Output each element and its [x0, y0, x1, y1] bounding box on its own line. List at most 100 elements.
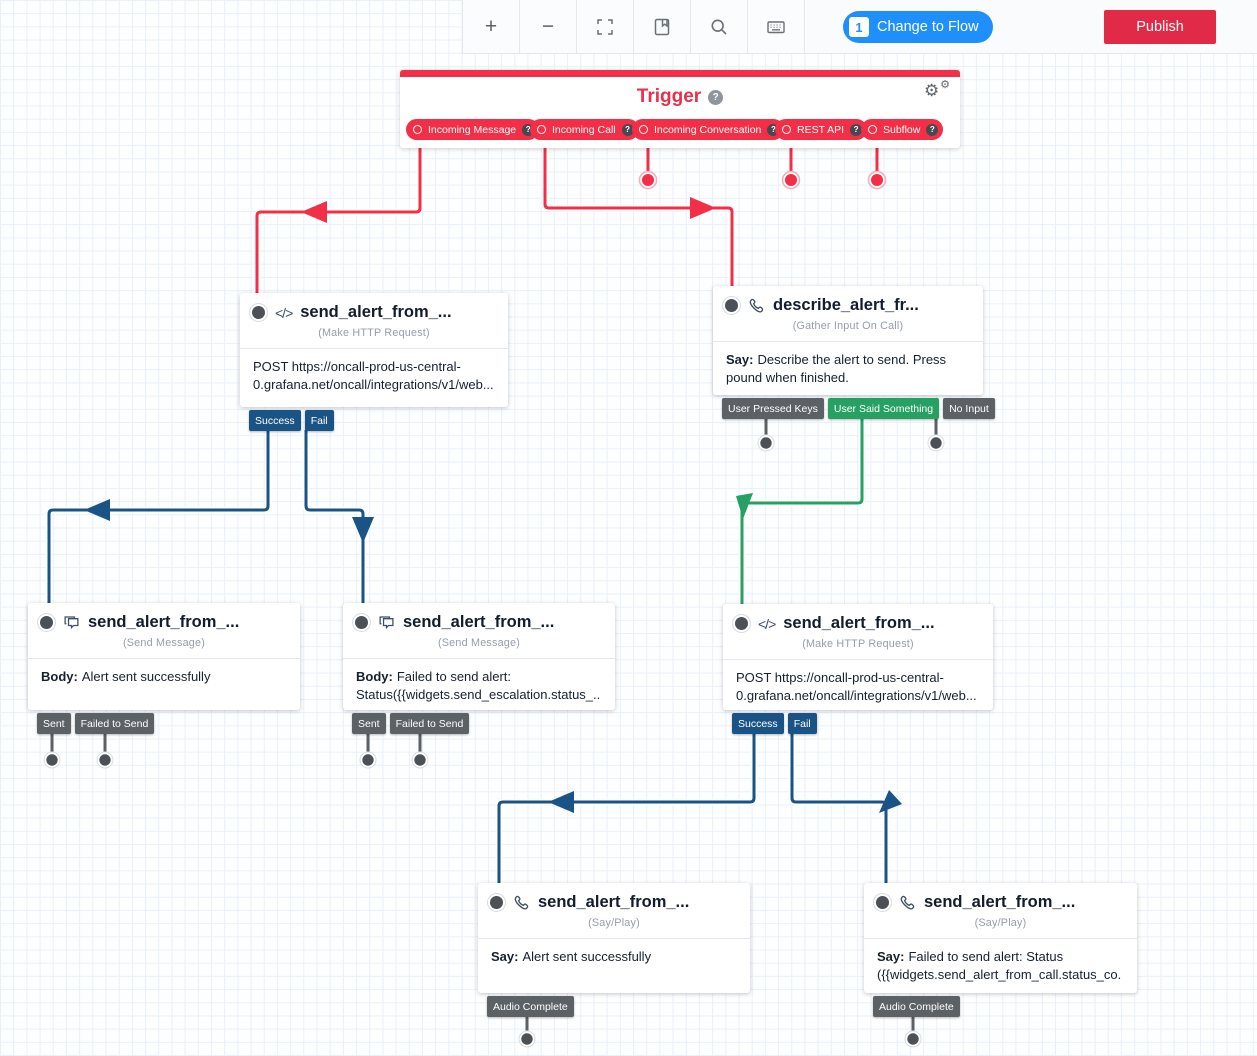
zoom-in-button[interactable]: + [463, 0, 520, 53]
widget-input-port[interactable] [355, 616, 368, 629]
pill-label: Incoming Conversation [654, 123, 762, 136]
connector-stub-incoming-conversation[interactable] [638, 141, 658, 190]
chat-icon [63, 614, 80, 631]
transition-failed-to-send[interactable]: Failed to Send [389, 713, 470, 734]
help-icon[interactable]: ? [926, 123, 939, 136]
phone-icon [899, 894, 916, 911]
widget-input-port[interactable] [876, 896, 889, 909]
widget-body: POST https://oncall-prod-us-central-0.gr… [736, 670, 977, 704]
widget-title: send_alert_from_... [300, 303, 452, 321]
transition-audio-complete[interactable]: Audio Complete [873, 996, 960, 1017]
widget-send-alert-from-message-http[interactable]: </> send_alert_from_... (Make HTTP Reque… [240, 293, 508, 431]
connector-call-fail-to-say[interactable] [788, 734, 902, 886]
widget-title: send_alert_from_... [924, 893, 1076, 911]
transition-no-input[interactable]: No Input [943, 398, 995, 419]
zoom-out-button[interactable]: − [520, 0, 577, 53]
widget-input-port[interactable] [40, 616, 53, 629]
help-icon[interactable]: ? [621, 123, 634, 136]
trigger-title: Trigger [636, 86, 702, 107]
transition-sent[interactable]: Sent [352, 713, 386, 734]
widget-title: send_alert_from_... [538, 893, 690, 911]
widget-say-alert-sent[interactable]: send_alert_from_... (Say/Play) Say:Alert… [478, 883, 750, 1017]
zoom-in-icon: + [484, 15, 498, 38]
widget-body: Say:Failed to send alert: Status ({{widg… [877, 949, 1122, 1001]
gear-icon: ⚙ [924, 81, 940, 100]
connector-incoming-call[interactable] [541, 141, 736, 289]
connector-stub-no-input[interactable] [927, 419, 945, 452]
transition-success[interactable]: Success [732, 713, 784, 734]
arrowhead [690, 197, 716, 219]
trigger-pill-subflow[interactable]: Subflow ? [861, 119, 944, 140]
keyboard-icon [767, 20, 785, 33]
canvas-toolbar: + − 1 Change to Flow [462, 0, 1257, 54]
widget-type-label: (Gather Input On Call) [713, 320, 983, 342]
trigger-settings-button[interactable]: ⚙⚙ [924, 80, 950, 102]
widget-input-port[interactable] [735, 617, 748, 630]
widget-input-port[interactable] [490, 896, 503, 909]
widget-body: Say:Alert sent successfully [491, 949, 652, 964]
widget-say-alert-failed[interactable]: send_alert_from_... (Say/Play) Say:Faile… [864, 883, 1137, 1017]
zoom-out-icon: − [541, 15, 555, 38]
radio-circle-icon [639, 125, 648, 134]
connector-stub-sent-b[interactable] [359, 734, 377, 769]
connector-http-success-to-sent-message[interactable] [45, 430, 272, 606]
widget-send-alert-from-call-http[interactable]: </> send_alert_from_... (Make HTTP Reque… [723, 604, 993, 734]
gear-icon: ⚙ [940, 79, 950, 91]
pill-label: Subflow [883, 123, 921, 136]
transition-fail[interactable]: Fail [787, 713, 817, 734]
trigger-pill-incoming-message[interactable]: Incoming Message ? [406, 119, 540, 140]
trigger-widget[interactable]: Trigger ? ⚙⚙ Incoming Message ? Incoming… [400, 70, 960, 148]
widget-type-label: (Send Message) [28, 637, 300, 659]
arrowhead [736, 493, 753, 519]
pill-label: REST API [797, 123, 845, 136]
transition-success[interactable]: Success [249, 410, 301, 431]
connector-user-said-something[interactable] [736, 418, 866, 606]
connector-stub-sent-a[interactable] [43, 734, 61, 769]
widget-library-button[interactable] [634, 0, 691, 53]
help-icon[interactable]: ? [708, 89, 724, 105]
transition-user-said-something[interactable]: User Said Something [827, 398, 940, 419]
radio-circle-icon [413, 125, 422, 134]
widget-type-label: (Send Message) [343, 637, 615, 659]
help-icon[interactable]: ? [850, 123, 863, 136]
widget-send-alert-sent-message[interactable]: send_alert_from_... (Send Message) Body:… [28, 603, 300, 734]
widget-title: send_alert_from_... [783, 614, 935, 632]
code-icon: </> [275, 304, 293, 321]
keyboard-shortcuts-button[interactable] [748, 0, 805, 53]
transition-fail[interactable]: Fail [304, 410, 334, 431]
connector-stub-subflow[interactable] [867, 141, 887, 190]
widget-body: Body:Alert sent successfully [41, 669, 211, 684]
connector-call-success-to-say[interactable] [495, 734, 758, 886]
search-button[interactable] [691, 0, 748, 53]
change-to-flow-button[interactable]: 1 Change to Flow [843, 11, 993, 43]
pill-label: Incoming Message [428, 123, 517, 136]
trigger-pill-incoming-call[interactable]: Incoming Call ? [530, 119, 639, 140]
connector-stub-rest-api[interactable] [781, 141, 801, 190]
connector-incoming-message[interactable] [253, 141, 424, 296]
connector-stub-failed-b[interactable] [411, 734, 429, 769]
transition-audio-complete[interactable]: Audio Complete [487, 996, 574, 1017]
transition-sent[interactable]: Sent [37, 713, 71, 734]
transition-user-pressed-keys[interactable]: User Pressed Keys [722, 398, 824, 419]
connector-http-fail-to-failed-message[interactable] [302, 430, 374, 606]
widget-input-port[interactable] [252, 306, 265, 319]
fit-view-icon [597, 18, 613, 35]
trigger-pill-incoming-conversation[interactable]: Incoming Conversation ? [632, 119, 785, 140]
connector-stub-failed-a[interactable] [96, 734, 114, 769]
search-icon [711, 18, 727, 35]
radio-circle-icon [537, 125, 546, 134]
fit-view-button[interactable] [577, 0, 634, 53]
arrowhead [352, 517, 374, 543]
flow-count-badge: 1 [849, 17, 869, 37]
widget-send-alert-failed-message[interactable]: send_alert_from_... (Send Message) Body:… [343, 603, 615, 734]
radio-circle-icon [868, 125, 877, 134]
connector-stub-user-pressed-keys[interactable] [757, 419, 775, 452]
connector-stub-audio-complete-fail[interactable] [904, 1017, 922, 1048]
trigger-pill-rest-api[interactable]: REST API ? [775, 119, 868, 140]
widget-input-port[interactable] [725, 299, 738, 312]
publish-button[interactable]: Publish [1104, 10, 1216, 44]
connector-stub-audio-complete-success[interactable] [518, 1017, 536, 1048]
transition-failed-to-send[interactable]: Failed to Send [74, 713, 155, 734]
widget-describe-alert-gather[interactable]: describe_alert_fr... (Gather Input On Ca… [713, 286, 995, 419]
